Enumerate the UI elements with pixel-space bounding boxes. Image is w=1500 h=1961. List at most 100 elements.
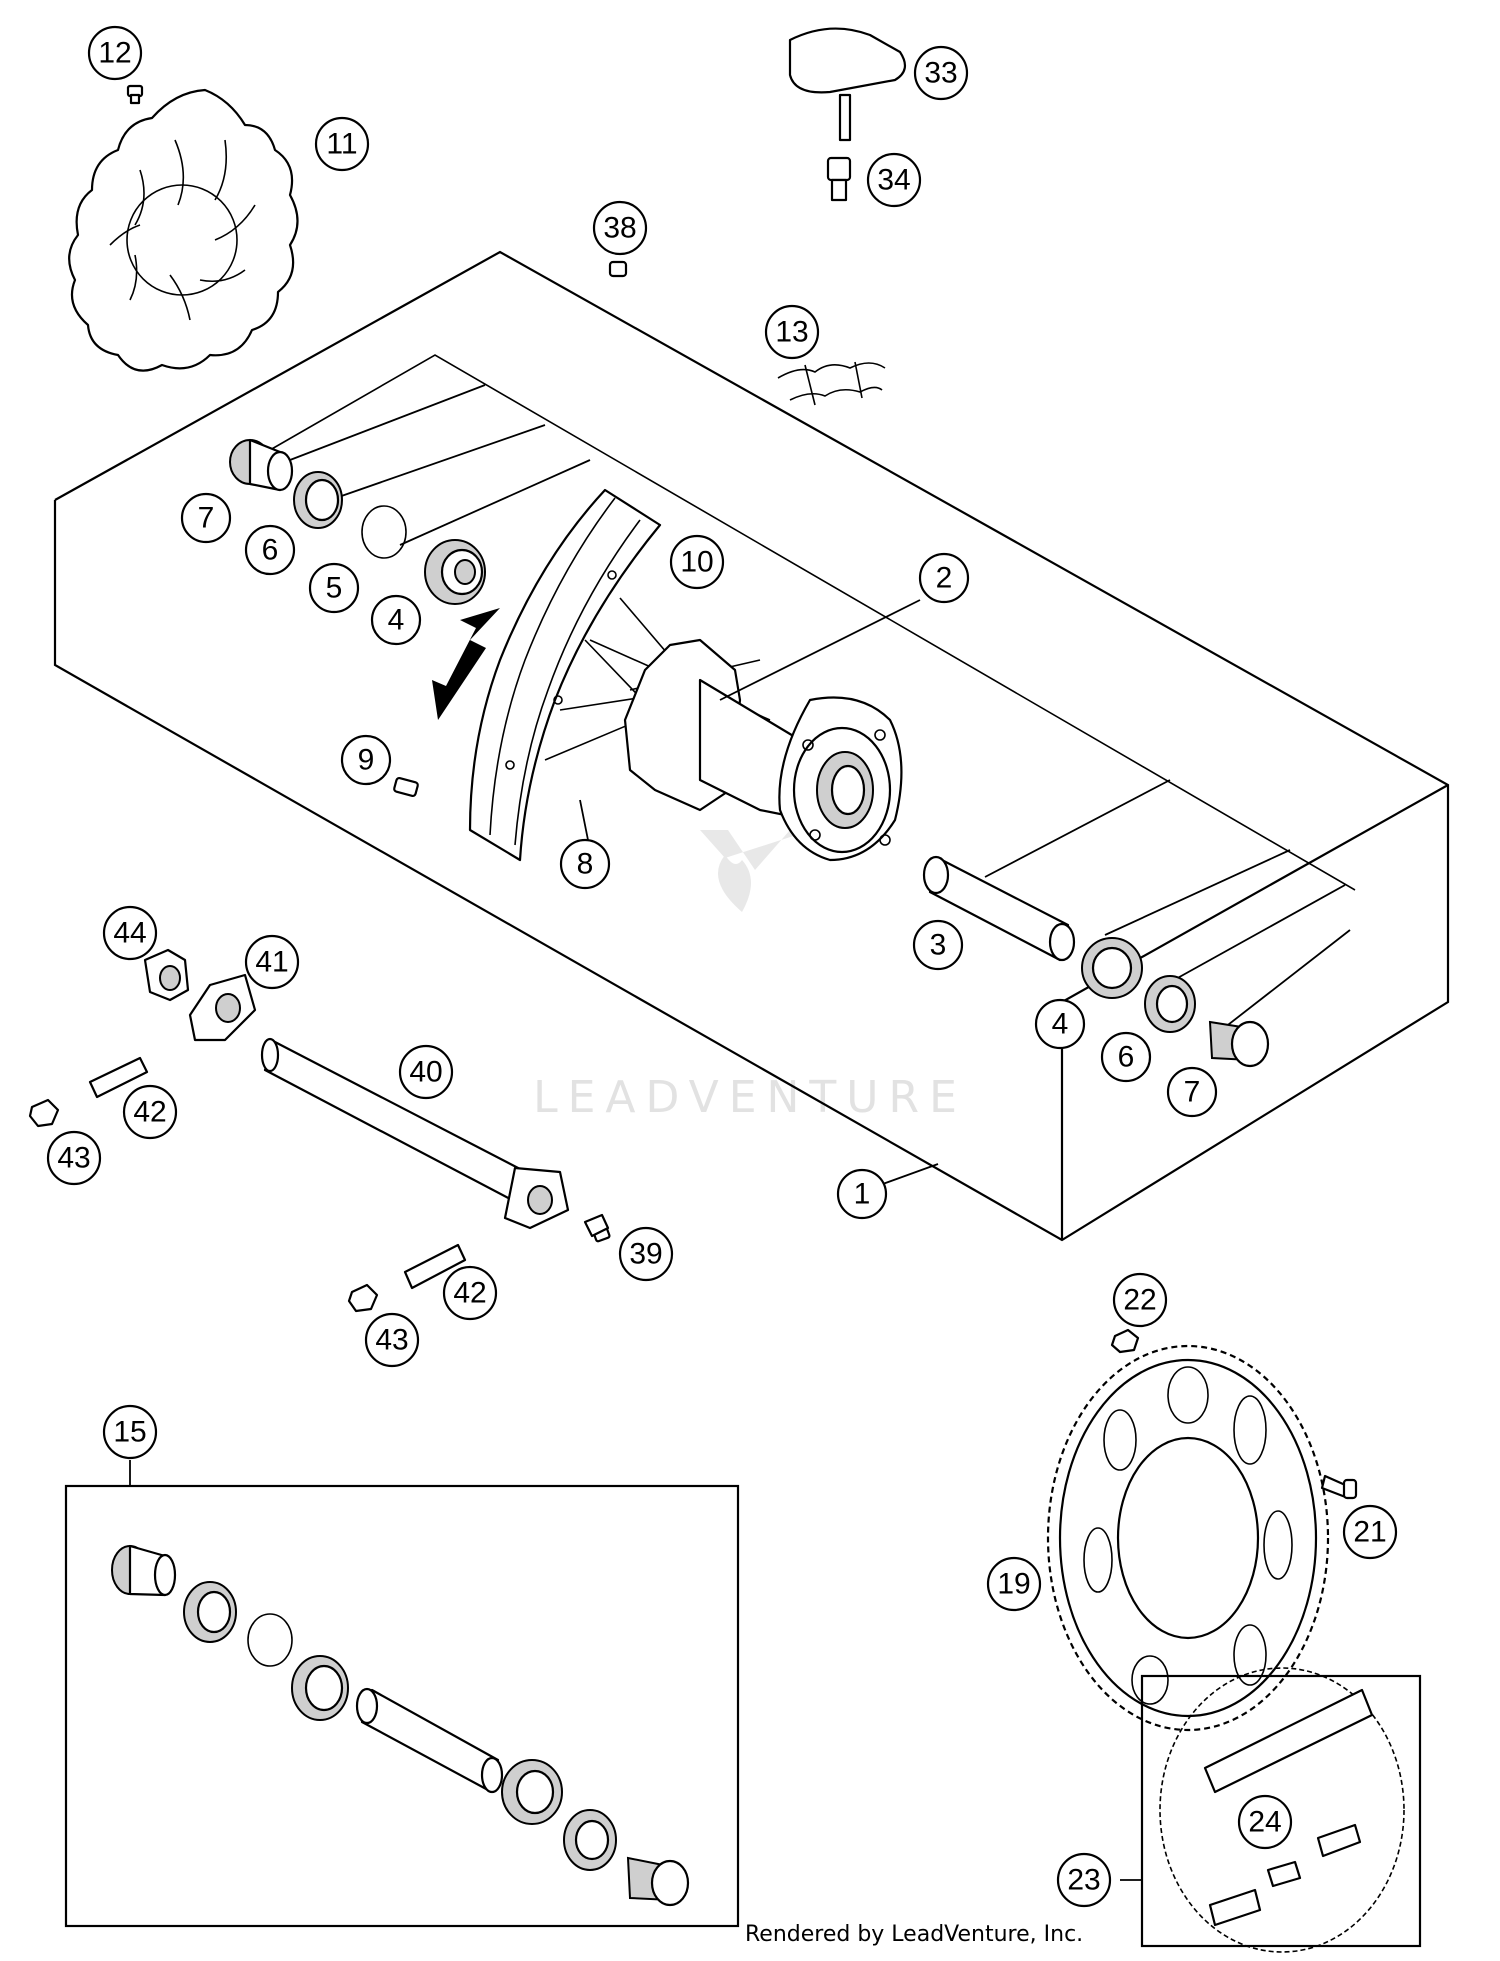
callout-2: 2 bbox=[918, 552, 970, 604]
axle-nut bbox=[143, 948, 190, 1002]
svg-text:42: 42 bbox=[133, 1096, 166, 1129]
callout-6-right: 6 bbox=[1100, 1031, 1152, 1083]
callout-24: 24 bbox=[1237, 1794, 1293, 1850]
svg-text:41: 41 bbox=[255, 946, 288, 979]
svg-text:24: 24 bbox=[1248, 1806, 1281, 1839]
svg-text:8: 8 bbox=[577, 848, 594, 881]
spacer-right bbox=[1208, 1020, 1270, 1068]
chain-box bbox=[1140, 1674, 1422, 1948]
spindle-screw bbox=[583, 1213, 611, 1243]
callout-1: 1 bbox=[836, 1168, 888, 1220]
drive-chain bbox=[1159, 1667, 1405, 1953]
svg-text:6: 6 bbox=[1118, 1041, 1135, 1074]
callout-43-left: 43 bbox=[46, 1130, 102, 1186]
render-credit: Rendered by LeadVenture, Inc. bbox=[745, 1922, 1084, 1947]
svg-text:5: 5 bbox=[326, 572, 343, 605]
sprocket-bolt bbox=[1320, 1474, 1358, 1500]
leadventure-watermark: LEADVENTURE bbox=[533, 830, 967, 1123]
callout-40: 40 bbox=[398, 1044, 454, 1100]
callout-21: 21 bbox=[1342, 1504, 1398, 1560]
bearing-kit-box bbox=[64, 1484, 740, 1928]
chain-adjuster-left bbox=[188, 973, 257, 1042]
callout-44: 44 bbox=[102, 905, 158, 961]
rim-tape bbox=[777, 361, 886, 406]
svg-text:4: 4 bbox=[388, 604, 405, 637]
callout-19: 19 bbox=[986, 1556, 1042, 1612]
callout-leaders bbox=[129, 599, 1142, 1881]
kit-seal-right bbox=[563, 1809, 617, 1871]
kit-spacer-left bbox=[111, 1544, 177, 1597]
kit-spacer-right bbox=[626, 1856, 690, 1907]
lock-nut-right bbox=[347, 1283, 379, 1313]
rear-sprocket bbox=[1046, 1344, 1330, 1732]
svg-text:11: 11 bbox=[326, 128, 357, 161]
svg-text:39: 39 bbox=[629, 1238, 662, 1271]
callout-39: 39 bbox=[618, 1226, 674, 1282]
sprocket-nut bbox=[1110, 1328, 1140, 1354]
callout-23: 23 bbox=[1056, 1852, 1112, 1908]
spoke-nipple bbox=[393, 776, 419, 798]
svg-text:15: 15 bbox=[113, 1416, 146, 1449]
valve-cap-part bbox=[788, 27, 907, 142]
watermark-text: LEADVENTURE bbox=[533, 1072, 967, 1123]
svg-text:7: 7 bbox=[1184, 1076, 1201, 1109]
valve-nut bbox=[826, 156, 852, 202]
callout-15: 15 bbox=[102, 1404, 158, 1460]
callout-12: 12 bbox=[87, 25, 143, 81]
callout-7-right: 7 bbox=[1166, 1066, 1218, 1118]
callout-42-left: 42 bbox=[122, 1084, 178, 1140]
svg-text:10: 10 bbox=[680, 546, 713, 579]
kit-distance-sleeve bbox=[355, 1687, 504, 1794]
svg-text:22: 22 bbox=[1123, 1284, 1156, 1317]
svg-text:19: 19 bbox=[997, 1568, 1030, 1601]
brake-disc bbox=[68, 88, 299, 372]
svg-text:12: 12 bbox=[98, 37, 131, 70]
callout-38: 38 bbox=[592, 200, 648, 256]
hub bbox=[623, 638, 903, 862]
callout-9: 9 bbox=[340, 734, 392, 786]
seal-left bbox=[293, 471, 343, 529]
svg-text:38: 38 bbox=[603, 212, 636, 245]
svg-text:9: 9 bbox=[358, 744, 375, 777]
wheel-spindle bbox=[260, 1037, 570, 1230]
callout-34: 34 bbox=[866, 152, 922, 208]
circlip bbox=[361, 505, 407, 559]
inner-alignment-lines bbox=[269, 354, 1356, 1036]
svg-text:34: 34 bbox=[877, 164, 910, 197]
svg-text:42: 42 bbox=[453, 1277, 486, 1310]
callout-22: 22 bbox=[1112, 1272, 1168, 1328]
callout-10: 10 bbox=[669, 534, 725, 590]
svg-text:3: 3 bbox=[930, 929, 947, 962]
disc-bolt bbox=[126, 84, 144, 105]
svg-text:7: 7 bbox=[198, 502, 215, 535]
chain-master-link bbox=[1266, 1860, 1302, 1888]
callout-33: 33 bbox=[913, 45, 969, 101]
svg-text:44: 44 bbox=[113, 917, 146, 950]
svg-text:40: 40 bbox=[409, 1056, 442, 1089]
adjust-screw-right bbox=[403, 1243, 467, 1290]
lock-nut-left bbox=[28, 1098, 60, 1128]
callout-42-bottom: 42 bbox=[442, 1265, 498, 1321]
callout-4-right: 4 bbox=[1034, 998, 1086, 1050]
kit-seal-left bbox=[183, 1581, 237, 1643]
svg-text:13: 13 bbox=[775, 316, 808, 349]
rim bbox=[468, 488, 662, 862]
callout-11: 11 bbox=[314, 116, 370, 172]
bearing-left bbox=[424, 539, 486, 605]
svg-text:21: 21 bbox=[1353, 1516, 1386, 1549]
svg-text:33: 33 bbox=[924, 57, 957, 90]
callout-4-left: 4 bbox=[370, 594, 422, 646]
callout-8: 8 bbox=[559, 838, 611, 890]
callout-5: 5 bbox=[308, 562, 360, 614]
callout-3: 3 bbox=[912, 919, 964, 971]
callout-6-left: 6 bbox=[244, 524, 296, 576]
callout-43-bottom: 43 bbox=[364, 1312, 420, 1368]
svg-text:6: 6 bbox=[262, 534, 279, 567]
bearing-right bbox=[1081, 937, 1143, 999]
svg-text:1: 1 bbox=[854, 1178, 871, 1211]
rotation-arrow bbox=[432, 608, 500, 720]
svg-text:4: 4 bbox=[1052, 1008, 1069, 1041]
svg-text:43: 43 bbox=[57, 1142, 90, 1175]
callout-13: 13 bbox=[764, 304, 820, 360]
